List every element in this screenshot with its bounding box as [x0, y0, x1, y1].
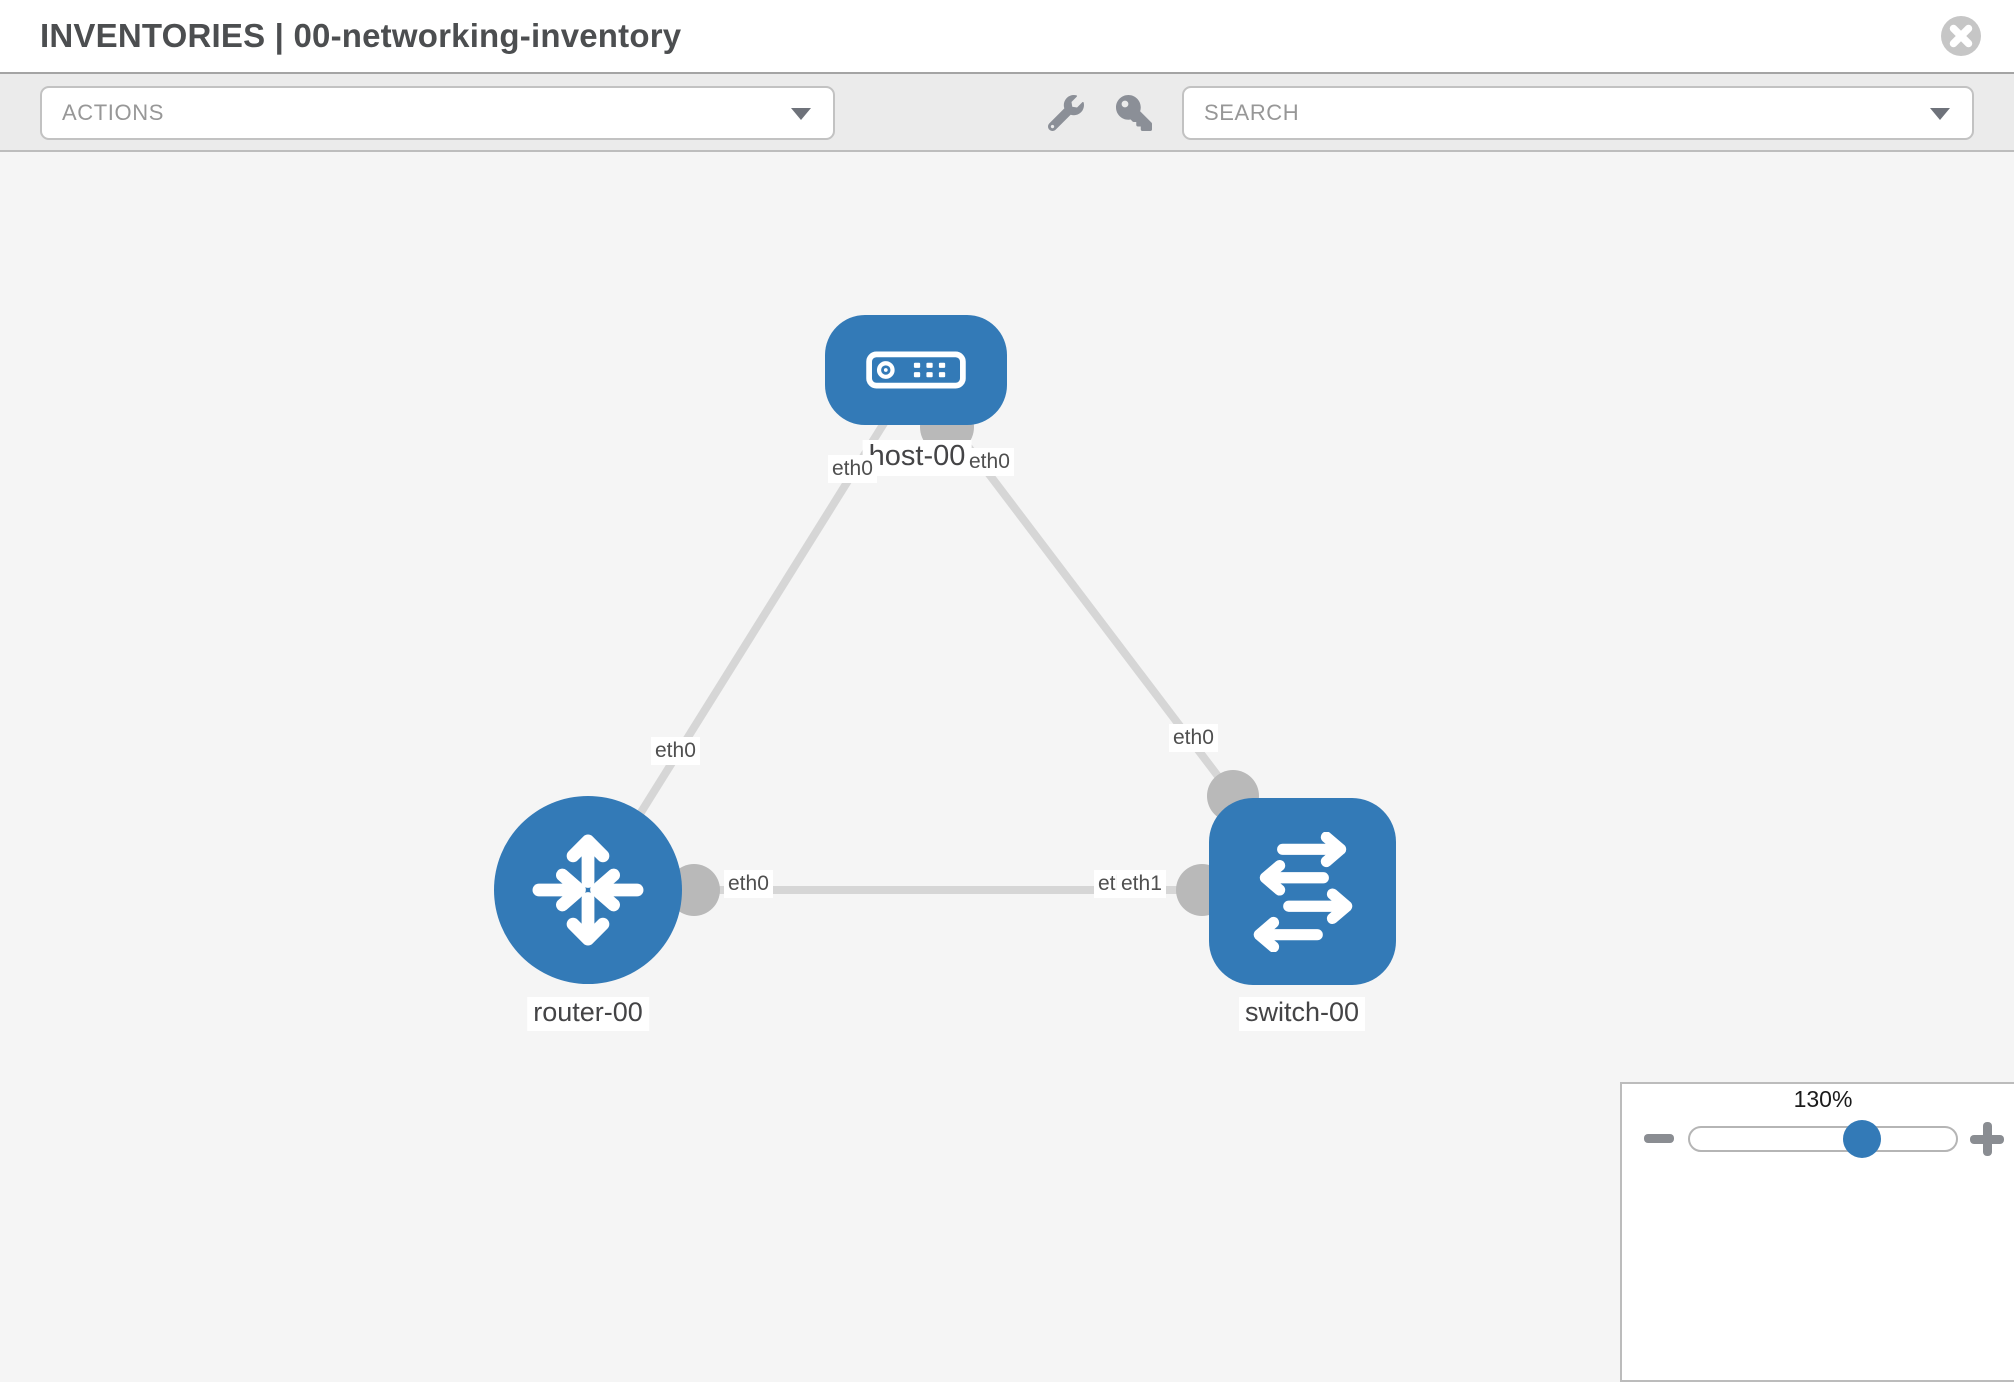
wrench-button[interactable]	[1047, 95, 1084, 132]
interface-label-router-eth0-uplink: eth0	[651, 737, 700, 766]
node-label-host: host-00	[862, 440, 972, 476]
key-icon	[1116, 95, 1152, 131]
interface-label-host-eth0-left: eth0	[828, 455, 877, 484]
toolbar: ACTIONS SEARCH	[0, 72, 2014, 152]
page-title: INVENTORIES | 00-networking-inventory	[40, 17, 682, 54]
zoom-level-value: 130%	[1793, 1086, 1853, 1112]
close-button[interactable]	[1940, 15, 1982, 57]
host-icon	[866, 351, 966, 389]
key-button[interactable]	[1116, 95, 1152, 131]
zoom-slider-track[interactable]	[1688, 1126, 1958, 1152]
zoom-slider-thumb[interactable]	[1843, 1120, 1881, 1158]
node-switch-00[interactable]	[1209, 798, 1396, 985]
zoom-in-plus-icon[interactable]	[1970, 1122, 2004, 1156]
topology-canvas[interactable]: host-00 router-00 switch-00 eth0 eth0 et…	[0, 152, 2014, 1382]
search-dropdown-label: SEARCH	[1204, 100, 1300, 125]
interface-label-switch-eth1: eth1	[1117, 870, 1166, 899]
router-icon	[532, 834, 644, 946]
wrench-icon	[1047, 95, 1084, 132]
zoom-out-minus-icon[interactable]	[1644, 1134, 1674, 1143]
actions-dropdown-label: ACTIONS	[62, 100, 164, 125]
close-icon	[1941, 16, 1981, 56]
actions-dropdown[interactable]: ACTIONS	[40, 86, 835, 140]
switch-icon	[1253, 831, 1352, 952]
interface-label-router-eth0: eth0	[724, 870, 773, 899]
node-label-switch: switch-00	[1238, 997, 1366, 1031]
chevron-down-icon	[791, 108, 811, 120]
links-layer	[588, 400, 1302, 916]
link-host-router[interactable]	[596, 417, 890, 881]
search-dropdown[interactable]: SEARCH	[1182, 86, 1974, 140]
node-host-00[interactable]	[825, 315, 1007, 425]
node-label-router: router-00	[527, 997, 649, 1031]
interface-label-switch-eth0-uplink: eth0	[1169, 724, 1218, 753]
node-router-00[interactable]	[494, 796, 682, 984]
interface-label-host-eth0-right: eth0	[965, 448, 1014, 477]
header-bar: INVENTORIES | 00-networking-inventory	[0, 0, 2014, 72]
chevron-down-icon	[1930, 108, 1950, 120]
